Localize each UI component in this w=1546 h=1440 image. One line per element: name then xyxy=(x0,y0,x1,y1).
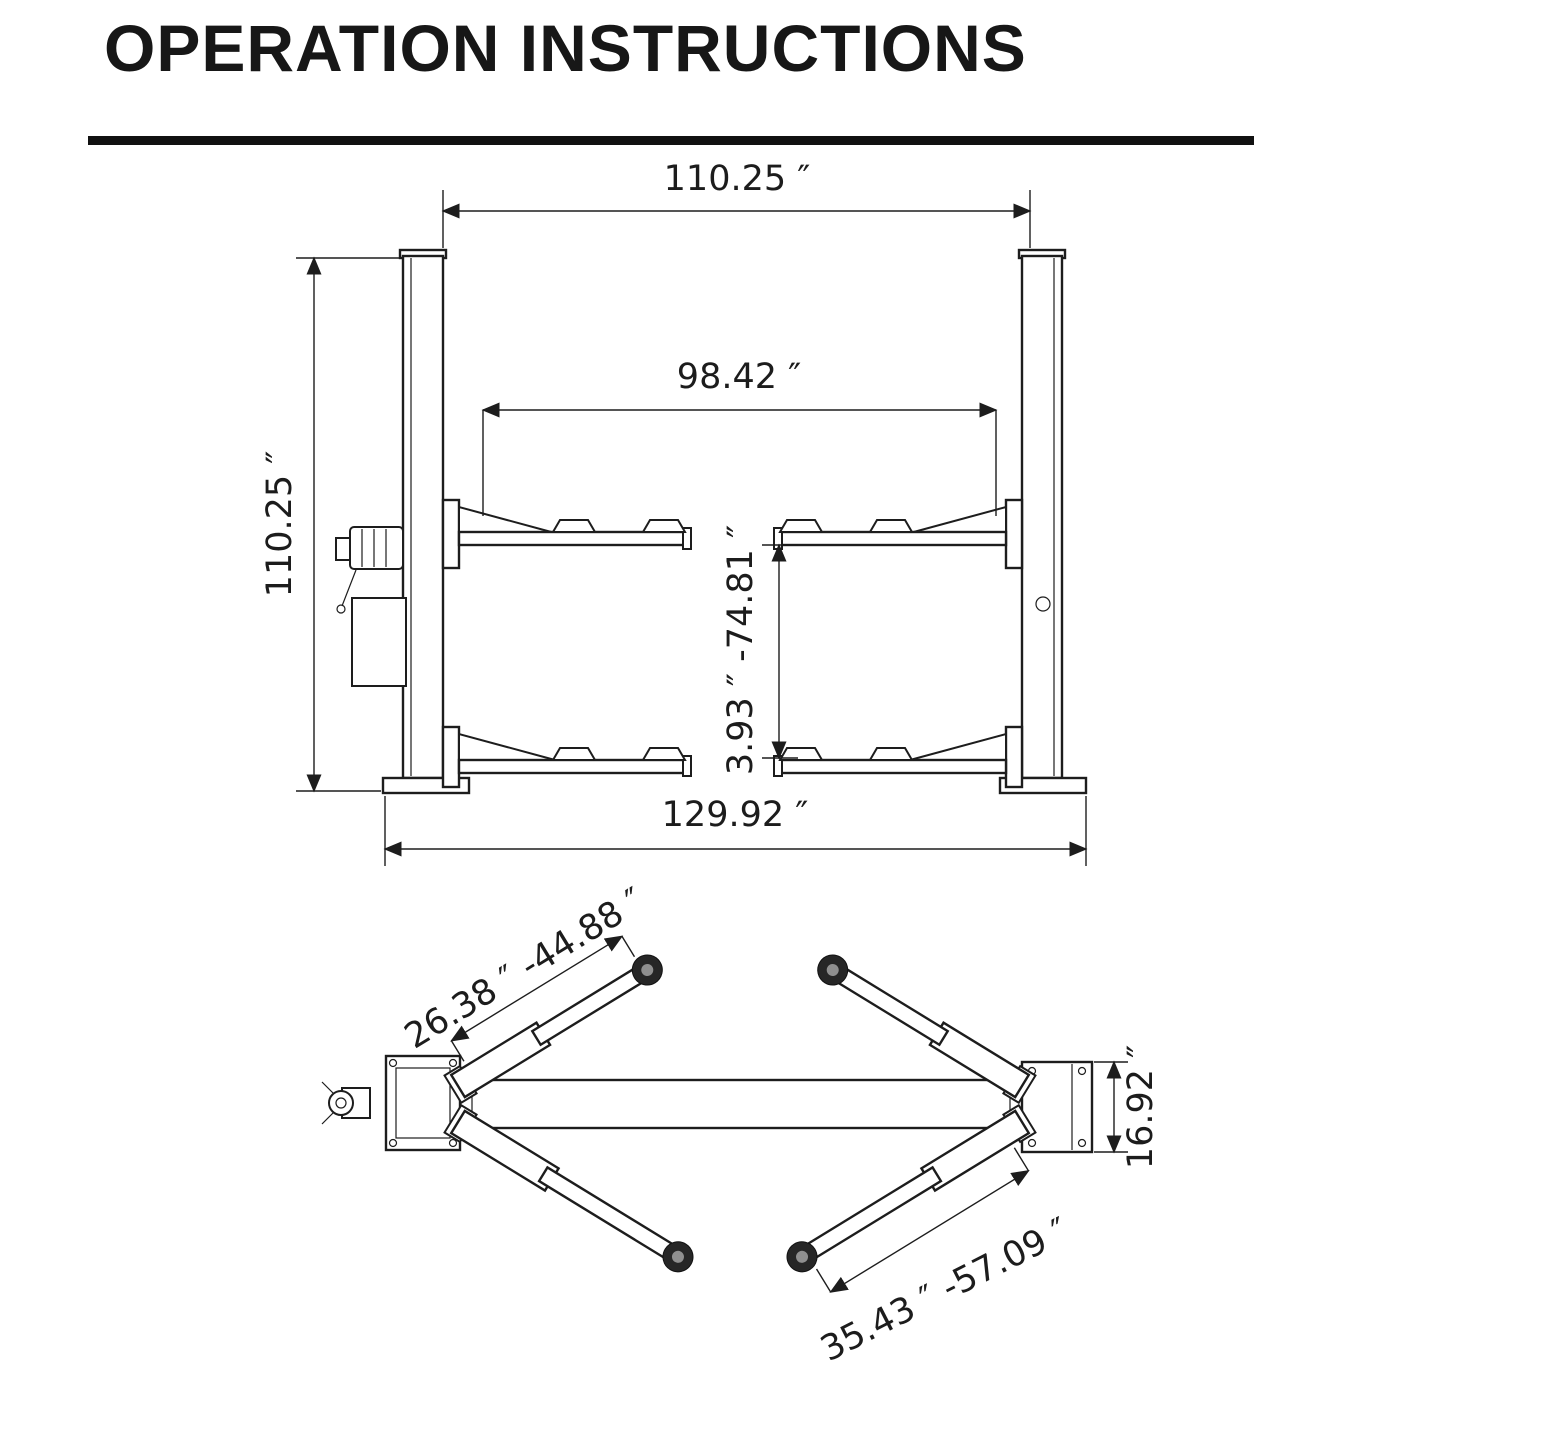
post-hole xyxy=(1035,596,1051,612)
dim-rear-arm xyxy=(815,1147,1030,1293)
left-column-top xyxy=(321,1054,462,1152)
dim-height-label: 110.25 ″ xyxy=(260,451,300,598)
upper-right-arm xyxy=(773,498,1024,570)
upper-left-arm xyxy=(441,498,692,570)
title-underline xyxy=(88,136,1254,145)
dim-top-width: 110.25 ″ xyxy=(441,159,1032,248)
dim-lift-range-label: 3.93 ″ -74.81 ″ xyxy=(721,525,761,775)
right-post xyxy=(1017,248,1067,780)
lift-pad xyxy=(868,519,914,533)
power-unit xyxy=(335,526,407,687)
dim-side-depth-label: 16.92 ″ xyxy=(1121,1045,1161,1169)
lift-pad xyxy=(551,519,597,533)
page-title: OPERATION INSTRUCTIONS xyxy=(104,11,1027,85)
top-view-drawing: 26.38 ″ -44.88 ″ xyxy=(321,881,1161,1370)
dim-top-width-label: 110.25 ″ xyxy=(664,159,811,199)
dim-lift-range: 3.93 ″ -74.81 ″ xyxy=(721,525,798,775)
lower-left-arm xyxy=(441,725,692,789)
front-view-drawing: 110.25 ″ 98.42 ″ 110.25 ″ 3.93 ″ -74.81 … xyxy=(260,159,1088,866)
lift-pad xyxy=(641,747,687,761)
motor-top xyxy=(321,1081,371,1125)
lift-pad xyxy=(641,519,687,533)
dim-inner-width-label: 98.42 ″ xyxy=(677,357,801,397)
lower-right-arm xyxy=(773,725,1024,789)
cross-beam xyxy=(456,1078,1026,1130)
swing-arm-front-right xyxy=(817,954,1037,1105)
lift-pad xyxy=(778,519,824,533)
power-unit-tank xyxy=(351,597,407,687)
dim-height: 110.25 ″ xyxy=(260,256,400,793)
dim-side-depth: 16.92 ″ xyxy=(1094,1045,1161,1169)
dim-base-width-label: 129.92 ″ xyxy=(662,795,809,835)
swing-arm-rear-left xyxy=(443,1103,694,1273)
lift-pad xyxy=(551,747,597,761)
left-post xyxy=(398,248,448,780)
lift-pad xyxy=(868,747,914,761)
dim-base-width: 129.92 ″ xyxy=(383,795,1088,866)
swing-arm-rear-right xyxy=(786,1103,1037,1293)
dim-inner-width: 98.42 ″ xyxy=(481,357,998,516)
